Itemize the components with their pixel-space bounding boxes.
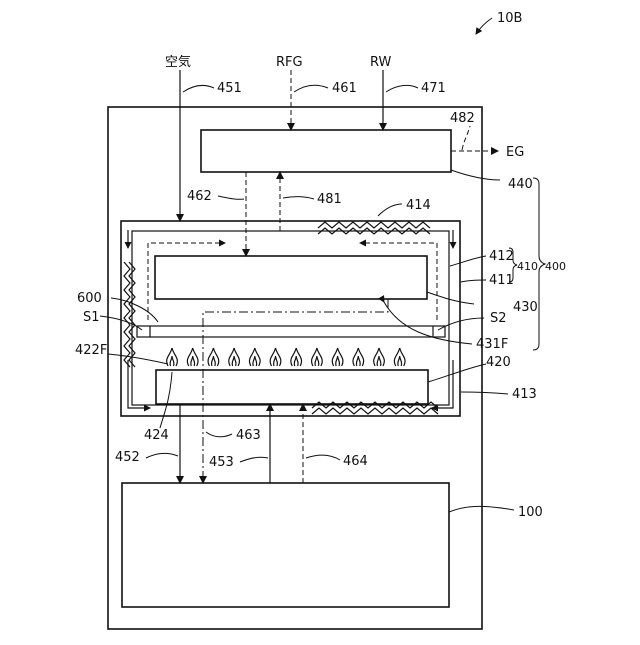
air-label: 空気 xyxy=(165,54,191,70)
flame-3 xyxy=(208,348,219,366)
label-482: 482 xyxy=(450,111,475,126)
leader-451 xyxy=(183,85,214,92)
label-412: 412 xyxy=(489,249,514,264)
leader-420 xyxy=(428,364,486,382)
leader-482 xyxy=(462,126,470,150)
heat-zigzag-bottom-b xyxy=(312,408,438,414)
label-422f: 422F xyxy=(75,343,107,358)
flame-6 xyxy=(270,348,281,366)
label-414: 414 xyxy=(406,198,431,213)
heat-zigzag-left-a xyxy=(124,262,130,367)
leader-463 xyxy=(206,432,232,437)
leader-452 xyxy=(146,453,178,458)
flame-1 xyxy=(167,348,178,366)
leader-453 xyxy=(240,457,268,462)
label-411: 411 xyxy=(489,273,514,288)
label-451: 451 xyxy=(217,81,242,96)
label-410: 410 xyxy=(517,260,538,273)
outer-housing xyxy=(108,107,482,629)
leader-462 xyxy=(218,196,244,199)
hot-module-box xyxy=(121,221,460,416)
label-464: 464 xyxy=(343,454,368,469)
flow-top-right xyxy=(360,243,437,320)
leader-412 xyxy=(450,256,486,266)
rfg-label: RFG xyxy=(276,55,303,70)
plate-600 xyxy=(137,326,445,337)
label-s1: S1 xyxy=(83,310,100,325)
leader-422f xyxy=(108,354,168,364)
eg-label: EG xyxy=(506,145,524,160)
label-440: 440 xyxy=(508,177,533,192)
label-400: 400 xyxy=(545,260,566,273)
flame-8 xyxy=(312,348,323,366)
flame-9 xyxy=(332,348,343,366)
label-471: 471 xyxy=(421,81,446,96)
leader-481 xyxy=(283,197,314,199)
flow-top-left xyxy=(148,243,225,320)
flow-right-bottom xyxy=(432,360,453,408)
leader-430 xyxy=(427,292,474,304)
leader-431f xyxy=(384,302,472,344)
rw-label: RW xyxy=(370,55,392,70)
figure-id-label: 10B xyxy=(497,11,522,26)
label-463: 463 xyxy=(236,428,261,443)
label-462: 462 xyxy=(187,189,212,204)
flame-2 xyxy=(187,348,198,366)
flame-4 xyxy=(229,348,240,366)
box-420 xyxy=(156,370,428,404)
label-s2: S2 xyxy=(490,311,507,326)
flame-5 xyxy=(249,348,260,366)
label-100: 100 xyxy=(518,505,543,520)
box-430 xyxy=(155,256,427,299)
flame-12 xyxy=(394,348,405,366)
label-481: 481 xyxy=(317,192,342,207)
label-600: 600 xyxy=(77,291,102,306)
flow-left-bottom xyxy=(128,360,150,408)
leader-414 xyxy=(378,204,402,216)
label-431f: 431F xyxy=(476,337,508,352)
figure-id-leader xyxy=(476,18,492,34)
flame-10 xyxy=(353,348,364,366)
label-413: 413 xyxy=(512,387,537,402)
burner-flames xyxy=(167,348,405,366)
flame-11 xyxy=(374,348,385,366)
label-453: 453 xyxy=(209,455,234,470)
leader-440 xyxy=(451,170,500,180)
label-424: 424 xyxy=(144,428,169,443)
box-100 xyxy=(122,483,449,607)
leader-413 xyxy=(461,392,508,394)
leader-464 xyxy=(306,455,340,460)
flame-7 xyxy=(291,348,302,366)
leader-461 xyxy=(294,85,328,92)
inner-box-412 xyxy=(132,231,449,405)
heat-zigzag-top-a xyxy=(318,222,430,228)
label-430: 430 xyxy=(513,300,538,315)
box-440 xyxy=(201,130,451,172)
leader-471 xyxy=(386,85,418,92)
label-461: 461 xyxy=(332,81,357,96)
label-452: 452 xyxy=(115,450,140,465)
leader-424 xyxy=(160,372,172,428)
label-420: 420 xyxy=(486,355,511,370)
